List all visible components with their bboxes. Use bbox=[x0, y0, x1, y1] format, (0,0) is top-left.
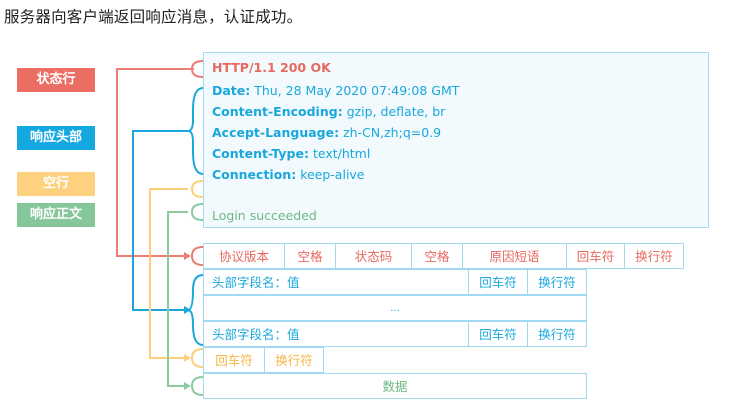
cell-space: 空格 bbox=[411, 243, 463, 269]
label-blank-line: 空行 bbox=[17, 172, 95, 196]
cell-header-field: 头部字段名：值 bbox=[203, 321, 469, 347]
header-date: Date: Thu, 28 May 2020 07:49:08 GMT bbox=[212, 83, 460, 98]
cell-cr: 回车符 bbox=[468, 269, 528, 295]
cell-protocol-version: 协议版本 bbox=[203, 243, 285, 269]
header-content-encoding: Content-Encoding: gzip, deflate, br bbox=[212, 104, 446, 119]
cell-cr: 回车符 bbox=[203, 347, 265, 373]
cell-ellipsis: ... bbox=[203, 295, 587, 321]
cell-reason-phrase: 原因短语 bbox=[462, 243, 567, 269]
status-line-text: HTTP/1.1 200 OK bbox=[212, 60, 331, 75]
cell-cr: 回车符 bbox=[468, 321, 528, 347]
http-response-message: HTTP/1.1 200 OK Date: Thu, 28 May 2020 0… bbox=[203, 52, 709, 228]
header-content-type: Content-Type: text/html bbox=[212, 146, 371, 161]
body-text: Login succeeded bbox=[212, 208, 317, 223]
cell-lf: 换行符 bbox=[624, 243, 684, 269]
cell-cr: 回车符 bbox=[566, 243, 625, 269]
page-title: 服务器向客户端返回响应消息，认证成功。 bbox=[4, 8, 303, 26]
cell-data: 数据 bbox=[203, 373, 587, 399]
header-accept-language: Accept-Language: zh-CN,zh;q=0.9 bbox=[212, 125, 442, 140]
cell-header-field: 头部字段名：值 bbox=[203, 269, 469, 295]
cell-lf: 换行符 bbox=[527, 269, 587, 295]
cell-space: 空格 bbox=[284, 243, 336, 269]
header-connection: Connection: keep-alive bbox=[212, 167, 365, 182]
label-status-line: 状态行 bbox=[17, 68, 95, 92]
label-response-body: 响应正文 bbox=[17, 203, 95, 227]
cell-lf: 换行符 bbox=[264, 347, 324, 373]
cell-lf: 换行符 bbox=[527, 321, 587, 347]
label-response-headers: 响应头部 bbox=[17, 126, 95, 150]
cell-status-code: 状态码 bbox=[335, 243, 412, 269]
